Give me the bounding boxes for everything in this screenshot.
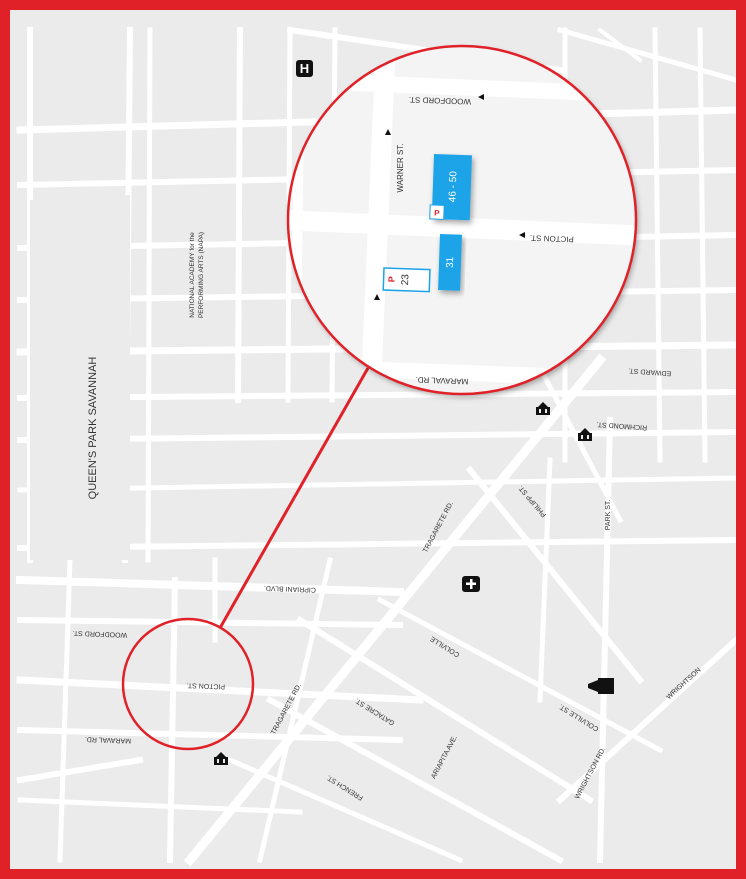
direction-arrow-icon [519, 232, 525, 238]
street-label-park: PARK ST. [605, 500, 612, 531]
parking-lot-number: 46 - 50 [447, 171, 459, 203]
parking-icon: P [387, 276, 397, 282]
zoom-label-warner: WARNER ST. [396, 143, 405, 192]
park-area [30, 195, 130, 560]
street-label-cipriani: CIPRIANI BLVD. [264, 584, 316, 593]
zoom-label-maraval: MARAVAL RD. [415, 375, 468, 386]
park-label: QUEEN'S PARK SAVANNAH [87, 357, 99, 500]
street-label-maraval: MARAVAL RD. [85, 735, 131, 744]
city-map: QUEEN'S PARK SAVANNAH NATIONAL ACADEMY f… [10, 10, 736, 869]
parking-lot-number: 23 [400, 274, 411, 286]
parking-lot-46-50[interactable]: P 46 - 50 [429, 154, 472, 221]
street-label-richmond: RICHMOND ST. [596, 420, 647, 431]
parking-lot-number: 31 [445, 256, 456, 268]
zoom-label-woodford: WOODFORD ST. [409, 95, 471, 106]
church-icon [462, 576, 480, 592]
bank-icon [578, 428, 592, 441]
parking-lot-23[interactable]: P 23 [382, 267, 431, 293]
street-label-edward: EDWARD ST. [628, 367, 671, 377]
zoom-street-warner [360, 46, 396, 394]
zoom-label-picton: PICTON ST. [530, 233, 574, 244]
focus-circle [121, 617, 255, 751]
bank-icon [536, 402, 550, 415]
zoom-connector-line [218, 367, 370, 629]
napa-label-line2: PERFORMING ARTS (NAPA) [198, 232, 205, 318]
zoom-inset: WOODFORD ST. WARNER ST. PICTON ST. MARAV… [286, 44, 638, 396]
parking-lot-31[interactable]: 31 [438, 233, 462, 291]
direction-arrow-icon [478, 94, 484, 100]
parking-icon: P [434, 209, 440, 218]
napa-label-line1: NATIONAL ACADEMY for the [189, 232, 196, 318]
street-label-woodford: WOODFORD ST. [73, 629, 128, 638]
street-label-picton: PICTON ST. [187, 681, 226, 689]
hospital-icon: H [296, 60, 313, 77]
bank-icon [214, 752, 228, 765]
hospital-symbol: H [300, 61, 309, 76]
zoom-street-picton [288, 210, 636, 246]
direction-arrow-icon [385, 129, 391, 135]
police-icon [588, 678, 614, 694]
direction-arrow-icon [374, 294, 380, 300]
zoom-circle-border [286, 44, 638, 396]
